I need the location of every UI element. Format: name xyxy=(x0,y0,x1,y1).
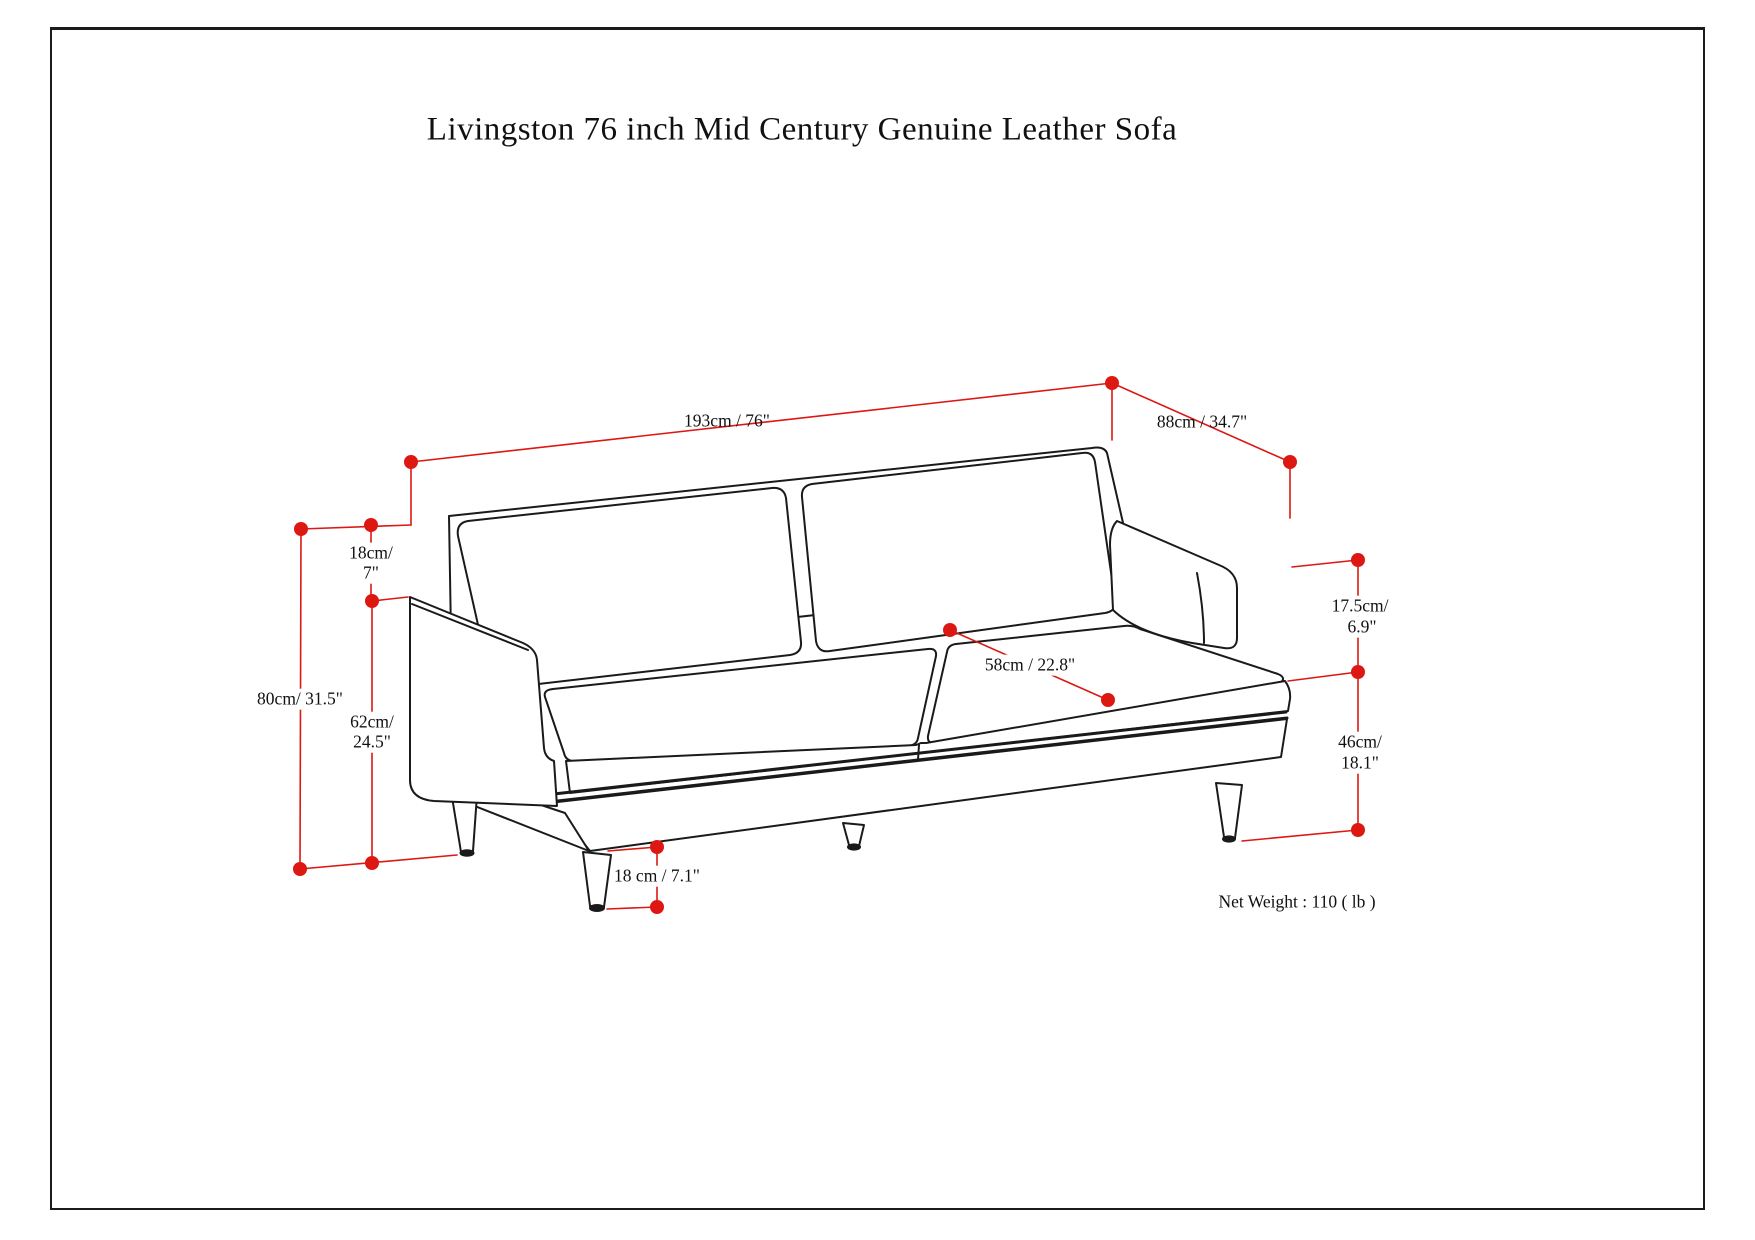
sofa-leg-front-left xyxy=(582,851,612,908)
dim-label-arm-height-cm: 62cm/ xyxy=(348,711,396,733)
dimension-dot xyxy=(294,522,308,536)
sofa-seat-front-face xyxy=(565,680,1292,794)
dimension-lines xyxy=(299,382,1359,910)
page-title: Livingston 76 inch Mid Century Genuine L… xyxy=(426,111,1178,148)
dim-label-seat-height-in: 18.1" xyxy=(1339,752,1381,774)
leg-foot xyxy=(1222,835,1236,843)
dim-pointer xyxy=(606,906,658,910)
dim-extension xyxy=(300,524,412,530)
dimension-endpoint-dots xyxy=(293,376,1365,914)
dim-pointer xyxy=(1291,559,1359,568)
dim-label-arm-height-in: 24.5" xyxy=(351,731,393,753)
dim-label-seat-depth: 58cm / 22.8" xyxy=(982,654,1078,676)
dimension-dot xyxy=(1101,693,1115,707)
sofa-leg-front-middle xyxy=(842,822,865,847)
dimension-dot xyxy=(365,594,379,608)
dim-pointer xyxy=(1287,671,1359,682)
dim-label-back-above-arm-in: 6.9" xyxy=(1345,616,1379,638)
sofa-arm-left xyxy=(409,596,558,807)
dimension-dot xyxy=(1351,823,1365,837)
sofa-arm-right xyxy=(1109,520,1238,650)
dimension-dot xyxy=(1351,553,1365,567)
dimension-dot xyxy=(650,840,664,854)
arm-right-front-edge xyxy=(1196,572,1205,644)
dimension-dot xyxy=(650,900,664,914)
sofa xyxy=(409,446,1292,912)
dimension-dot xyxy=(293,862,307,876)
sofa-leg-front-right xyxy=(1215,782,1243,839)
dim-pointer xyxy=(1241,829,1359,842)
dimension-dot xyxy=(404,455,418,469)
dim-label-back-cushion-height-cm: 18cm/ xyxy=(347,542,395,564)
sofa-back-cushion-left xyxy=(456,486,803,690)
leg-foot xyxy=(847,843,861,851)
dimension-dot xyxy=(1283,455,1297,469)
dim-pointer xyxy=(607,846,658,852)
dim-label-back-cushion-height-in: 7" xyxy=(361,562,381,584)
dim-line-overall-width xyxy=(410,382,1113,463)
leg-foot xyxy=(459,849,475,857)
dim-label-leg-height: 18 cm / 7.1" xyxy=(612,865,702,887)
dim-label-overall-depth: 88cm / 34.7" xyxy=(1156,411,1248,432)
dimension-dot xyxy=(364,518,378,532)
dimension-dot xyxy=(365,856,379,870)
dimension-dot xyxy=(943,623,957,637)
dim-label-back-above-arm-cm: 17.5cm/ xyxy=(1329,595,1391,617)
dim-label-overall-height: 80cm/ 31.5" xyxy=(255,688,345,710)
page-border xyxy=(50,27,1705,1210)
arm-left-top-edge-inner xyxy=(411,603,529,651)
dim-label-seat-height-cm: 46cm/ xyxy=(1336,731,1384,753)
dimension-dot xyxy=(1105,376,1119,390)
sofa-back-cushion-right xyxy=(800,451,1117,653)
dim-label-overall-width: 193cm / 76" xyxy=(684,410,770,431)
dim-line-overall-depth xyxy=(1111,382,1291,463)
net-weight-note: Net Weight : 110 ( lb ) xyxy=(1218,891,1376,912)
leg-foot xyxy=(589,904,605,912)
base-piping-upper xyxy=(534,710,1288,798)
dimension-dot xyxy=(1351,665,1365,679)
